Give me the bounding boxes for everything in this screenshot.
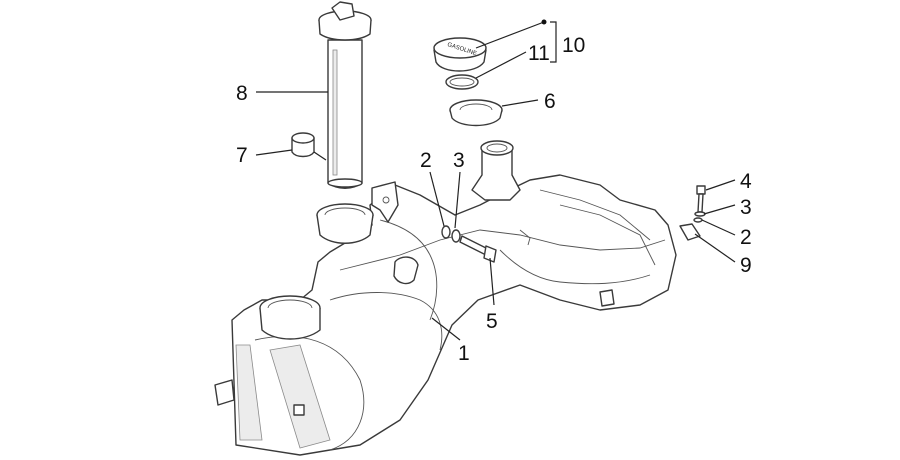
callout-11: 11	[528, 42, 550, 65]
callout-3-right: 3	[740, 196, 752, 219]
callout-2-right: 2	[740, 226, 752, 249]
bolt-right-head	[696, 185, 706, 195]
leader-10	[475, 21, 545, 49]
tank-shading-left	[235, 344, 263, 441]
tank-side-tab-right	[599, 289, 615, 307]
clip-nut	[679, 223, 701, 241]
callout-2-left: 2	[420, 149, 432, 172]
leader-4	[705, 179, 736, 191]
spacer-right	[693, 217, 703, 223]
tank-contour-6	[539, 189, 651, 241]
tank-shading-rib	[269, 344, 331, 449]
washer-right	[694, 211, 706, 217]
leader-3a	[454, 171, 461, 229]
callout-5: 5	[486, 310, 498, 333]
leader-1	[431, 317, 461, 341]
sensor-tube-highlight	[332, 49, 338, 176]
tank-mount-bracket	[371, 181, 399, 223]
tank-breather-tube	[519, 229, 531, 246]
callout-10-dot	[541, 19, 547, 25]
sensor-connector	[331, 1, 355, 21]
leader-3b	[703, 204, 736, 215]
tank-front-neck-wall	[316, 214, 374, 244]
fuel-tank	[214, 140, 677, 456]
fuel-tank-body	[231, 174, 677, 456]
callout-labels: 1 2 2 3 3 4 5 6 7 8 9 10 11	[236, 34, 752, 365]
spacer-left	[451, 229, 461, 243]
callout-8: 8	[236, 82, 248, 105]
tank-contour-5	[379, 219, 438, 321]
fuel-cap-top	[433, 37, 487, 59]
leader-5	[489, 257, 495, 306]
callout-7: 7	[236, 144, 248, 167]
callout-1: 1	[458, 342, 470, 365]
grommet	[291, 132, 315, 158]
leader-11	[475, 51, 527, 79]
tank-rear-neck-wall	[259, 307, 321, 340]
bolt-left-head	[483, 245, 497, 263]
tank-contour-2	[329, 292, 443, 351]
callout-4: 4	[740, 170, 752, 193]
bracket-10	[550, 21, 557, 63]
sensor-tube-bottom	[327, 178, 363, 188]
mount-bolt-left	[441, 225, 497, 263]
callout-3-left: 3	[453, 149, 465, 172]
tank-contour-7	[559, 204, 656, 266]
o-ring	[445, 74, 479, 90]
leader-2a	[429, 171, 445, 227]
callout-9: 9	[740, 254, 752, 277]
grommet-top	[291, 132, 315, 144]
leader-7b	[313, 151, 327, 161]
sensor-flange-wall	[318, 19, 372, 41]
leader-lines	[255, 19, 736, 341]
o-ring-inner	[449, 77, 475, 87]
callout-6: 6	[544, 90, 556, 113]
leader-7	[255, 149, 293, 156]
leader-6	[501, 99, 539, 107]
tank-contour-4	[499, 249, 651, 285]
tank-bracket-hole	[382, 196, 390, 204]
tank-filler-spout-opening	[486, 143, 508, 153]
callout-10: 10	[562, 34, 585, 57]
leader-2b	[701, 219, 736, 236]
mount-bolt-right	[679, 185, 706, 241]
tank-contour-3	[339, 229, 666, 271]
filler-flange-ring	[449, 99, 503, 127]
fuel-cap: GASOLINE	[433, 37, 487, 72]
tank-pocket	[393, 256, 419, 285]
tank-filler-spout	[471, 149, 521, 201]
tank-filler-spout-top	[480, 140, 514, 156]
washer-left	[441, 225, 451, 239]
fuel-level-sensor	[318, 1, 372, 189]
tank-side-tab-left	[214, 379, 235, 406]
tank-sensor-nub	[293, 404, 305, 416]
leader-9	[694, 233, 736, 263]
bolt-right-shank	[697, 193, 704, 213]
flange-ring-rim	[449, 109, 503, 127]
